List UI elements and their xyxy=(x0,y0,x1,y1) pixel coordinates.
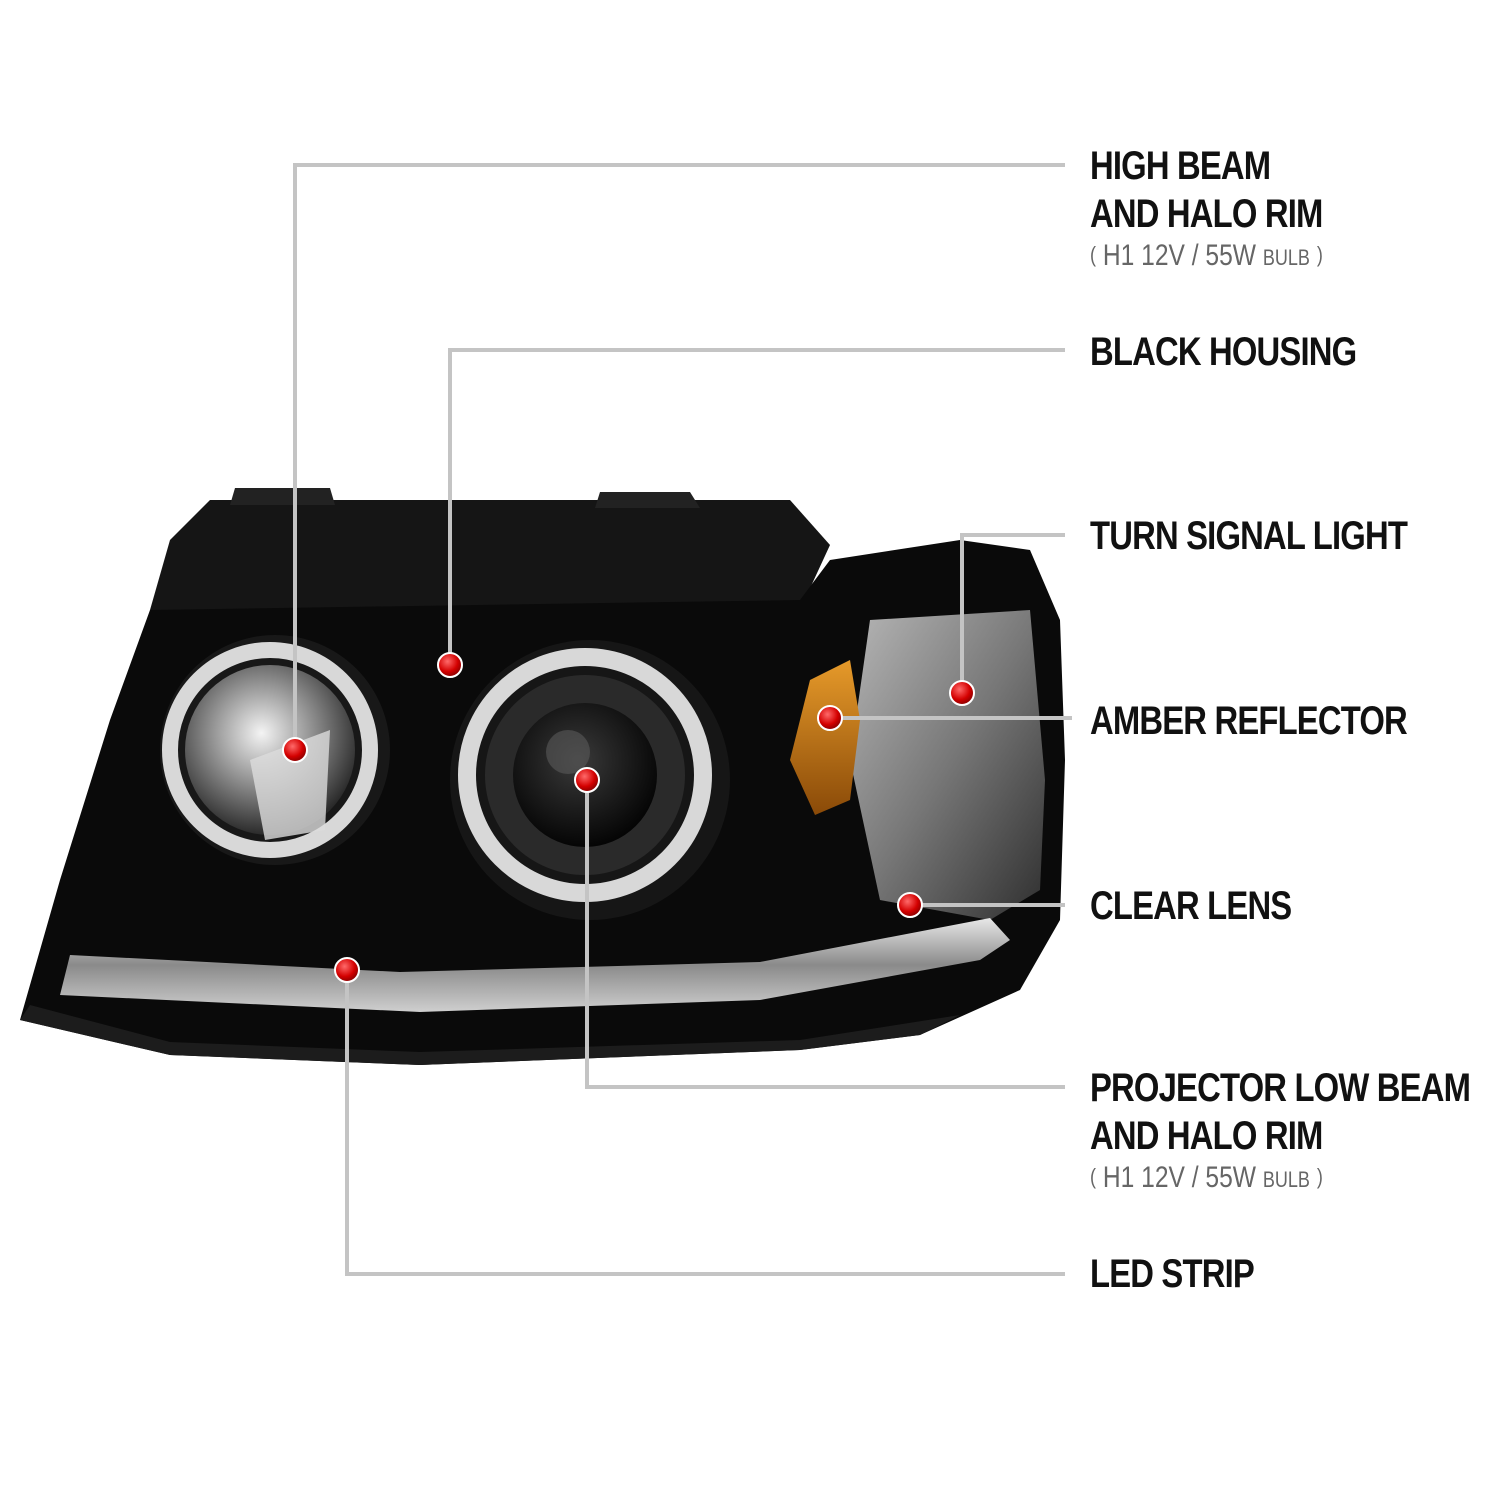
bulb-spec: ( H1 12V / 55W BULB ) xyxy=(1090,1161,1323,1194)
callout-title-line: AMBER REFLECTOR xyxy=(1090,699,1408,743)
callout-projector-low-beam: PROJECTOR LOW BEAM AND HALO RIM ( H1 12V… xyxy=(1090,1064,1471,1198)
callout-clear-lens: CLEAR LENS xyxy=(1090,882,1292,930)
callout-title-line: HIGH BEAM xyxy=(1090,144,1271,188)
marker-dot-black-housing xyxy=(437,652,463,678)
leader-lines xyxy=(293,163,1072,1276)
callout-title-line: BLACK HOUSING xyxy=(1090,330,1357,374)
bulb-spec: ( H1 12V / 55W BULB ) xyxy=(1090,239,1323,272)
callout-black-housing: BLACK HOUSING xyxy=(1090,328,1357,376)
marker-dot-high-beam xyxy=(282,737,308,763)
callout-led-strip: LED STRIP xyxy=(1090,1250,1255,1298)
leader-line-led-strip xyxy=(345,970,1065,1276)
callout-turn-signal: TURN SIGNAL LIGHT xyxy=(1090,512,1408,560)
leader-line-projector-low-beam xyxy=(585,780,1065,1089)
callout-title-line: PROJECTOR LOW BEAM xyxy=(1090,1066,1471,1110)
marker-dots xyxy=(282,652,975,983)
marker-dot-projector-low-beam xyxy=(574,767,600,793)
marker-dot-clear-lens xyxy=(897,892,923,918)
marker-dot-turn-signal xyxy=(949,680,975,706)
marker-dot-amber-reflector xyxy=(817,705,843,731)
leader-line-black-housing xyxy=(448,348,1065,665)
callout-title-line: AND HALO RIM xyxy=(1090,1114,1323,1158)
callout-title-line: TURN SIGNAL LIGHT xyxy=(1090,514,1408,558)
leader-line-high-beam xyxy=(293,163,1065,750)
callout-high-beam: HIGH BEAM AND HALO RIM ( H1 12V / 55W BU… xyxy=(1090,142,1323,276)
callout-title-line: AND HALO RIM xyxy=(1090,192,1323,236)
callout-title-line: CLEAR LENS xyxy=(1090,884,1292,928)
callout-amber-reflector: AMBER REFLECTOR xyxy=(1090,697,1408,745)
headlight-body xyxy=(20,488,1065,1065)
leader-line-turn-signal xyxy=(960,533,1065,693)
marker-dot-led-strip xyxy=(334,957,360,983)
callout-title-line: LED STRIP xyxy=(1090,1252,1255,1296)
